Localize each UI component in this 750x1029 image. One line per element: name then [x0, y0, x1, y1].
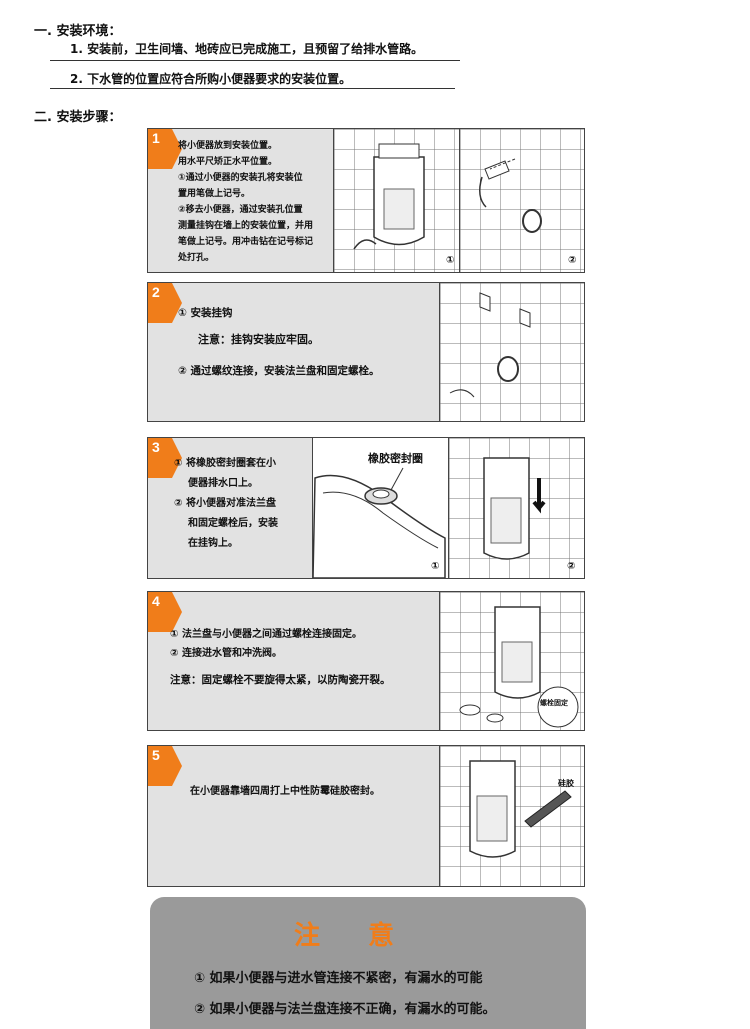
step-3-line: 在挂钩上。	[174, 534, 278, 554]
notice-line-1: ① 如果小便器与进水管连接不紧密，有漏水的可能	[194, 967, 483, 986]
notice-box: 注意 ① 如果小便器与进水管连接不紧密，有漏水的可能 ② 如果小便器与法兰盘连接…	[150, 897, 586, 1029]
divider	[50, 88, 455, 89]
step-1-line: 将小便器放到安装位置。	[178, 138, 313, 154]
silicone-seal-illustration	[440, 746, 584, 886]
step-1-line: 测量挂钩在墙上的安装位置，并用	[178, 218, 313, 234]
step-1-line: 处打孔。	[178, 250, 313, 266]
step-4-panel: 4 ① 法兰盘与小便器之间通过螺栓连接固定。 ② 连接进水管和冲洗阀。 注意：固…	[147, 591, 585, 731]
figure-label-1: ①	[431, 561, 439, 572]
step-4-line-2: ② 连接进水管和冲洗阀。	[170, 644, 282, 659]
step-2-text-box: 2 ① 安装挂钩 注意：挂钩安装应牢固。 ② 通过螺纹连接，安装法兰盘和固定螺栓…	[148, 283, 440, 421]
figure-label-2: ②	[567, 561, 575, 572]
step-1-line: 笔做上记号。用冲击钻在记号标记	[178, 234, 313, 250]
section-title-environment: 一. 安装环境：	[34, 20, 121, 39]
step-2-line-2: ② 通过螺纹连接，安装法兰盘和固定螺栓。	[178, 363, 380, 378]
notice-title: 注意	[150, 915, 586, 952]
step-2-figure	[440, 283, 584, 421]
step-5-badge: 5	[148, 746, 188, 790]
step-3-panel: 3 ① 将橡胶密封圈套在小 便器排水口上。 ② 将小便器对准法兰盘 和固定螺栓后…	[147, 437, 585, 579]
env-item-1: 1. 安装前，卫生间墙、地砖应已完成施工，且预留了给排水管路。	[70, 40, 423, 57]
step-2-panel: 2 ① 安装挂钩 注意：挂钩安装应牢固。 ② 通过螺纹连接，安装法兰盘和固定螺栓…	[147, 282, 585, 422]
step-1-line: 置用笔做上记号。	[178, 186, 313, 202]
step-1-text-box: 1 将小便器放到安装位置。 用水平尺矫正水平位置。 ①通过小便器的安装孔将安装位…	[148, 129, 334, 272]
step-3-line: 便器排水口上。	[174, 474, 278, 494]
step-5-number: 5	[152, 747, 160, 763]
step-2-number: 2	[152, 284, 160, 300]
step-4-number: 4	[152, 593, 160, 609]
step-3-number: 3	[152, 439, 160, 455]
step-4-line-1: ① 法兰盘与小便器之间通过螺栓连接固定。	[170, 625, 362, 640]
step-1-instructions: 将小便器放到安装位置。 用水平尺矫正水平位置。 ①通过小便器的安装孔将安装位 置…	[178, 138, 313, 266]
step-3-text-box: 3 ① 将橡胶密封圈套在小 便器排水口上。 ② 将小便器对准法兰盘 和固定螺栓后…	[148, 438, 313, 578]
divider	[50, 60, 460, 61]
urinal-placement-illustration	[334, 129, 459, 272]
bolt-fix-illustration	[440, 592, 584, 730]
step-1-figure-2: ②	[460, 129, 584, 272]
section-title-steps: 二. 安装步骤：	[34, 106, 121, 125]
step-3-line: 和固定螺栓后，安装	[174, 514, 278, 534]
hang-urinal-illustration	[449, 438, 584, 578]
step-1-line: ①通过小便器的安装孔将安装位	[178, 170, 313, 186]
step-3-figure-1: 橡胶密封圈 ①	[313, 438, 449, 578]
step-1-line: ②移去小便器，通过安装孔位置	[178, 202, 313, 218]
step-5-panel: 5 在小便器靠墙四周打上中性防霉硅胶密封。 硅胶	[147, 745, 585, 887]
step-1-panel: 1 将小便器放到安装位置。 用水平尺矫正水平位置。 ①通过小便器的安装孔将安装位…	[147, 128, 585, 273]
step-3-line: ② 将小便器对准法兰盘	[174, 494, 278, 514]
step-5-line-1: 在小便器靠墙四周打上中性防霉硅胶密封。	[190, 782, 380, 797]
step-5-figure: 硅胶	[440, 746, 584, 886]
step-3-instructions: ① 将橡胶密封圈套在小 便器排水口上。 ② 将小便器对准法兰盘 和固定螺栓后，安…	[174, 454, 278, 554]
step-1-number: 1	[152, 130, 160, 146]
env-item-2: 2. 下水管的位置应符合所购小便器要求的安装位置。	[70, 70, 351, 87]
step-3-line: ① 将橡胶密封圈套在小	[174, 454, 278, 474]
hook-install-illustration	[440, 283, 584, 421]
figure-label-2: ②	[568, 255, 576, 266]
silicone-callout: 硅胶	[558, 778, 574, 789]
seal-ring-callout: 橡胶密封圈	[368, 450, 423, 466]
notice-line-2: ② 如果小便器与法兰盘连接不正确，有漏水的可能。	[194, 998, 496, 1017]
step-4-figure: 螺栓固定	[440, 592, 584, 730]
step-1-line: 用水平尺矫正水平位置。	[178, 154, 313, 170]
bolt-callout: 螺栓固定	[540, 698, 568, 708]
step-1-figure-1: ①	[334, 129, 460, 272]
step-2-note: 注意：挂钩安装应牢固。	[198, 331, 319, 347]
drilling-illustration	[460, 129, 584, 272]
step-5-text-box: 5 在小便器靠墙四周打上中性防霉硅胶密封。	[148, 746, 440, 886]
step-2-line-1: ① 安装挂钩	[178, 305, 233, 320]
step-4-text-box: 4 ① 法兰盘与小便器之间通过螺栓连接固定。 ② 连接进水管和冲洗阀。 注意：固…	[148, 592, 440, 730]
step-3-figure-2: ②	[449, 438, 584, 578]
figure-label-1: ①	[446, 255, 454, 266]
step-4-note: 注意：固定螺栓不要旋得太紧，以防陶瓷开裂。	[170, 672, 391, 687]
